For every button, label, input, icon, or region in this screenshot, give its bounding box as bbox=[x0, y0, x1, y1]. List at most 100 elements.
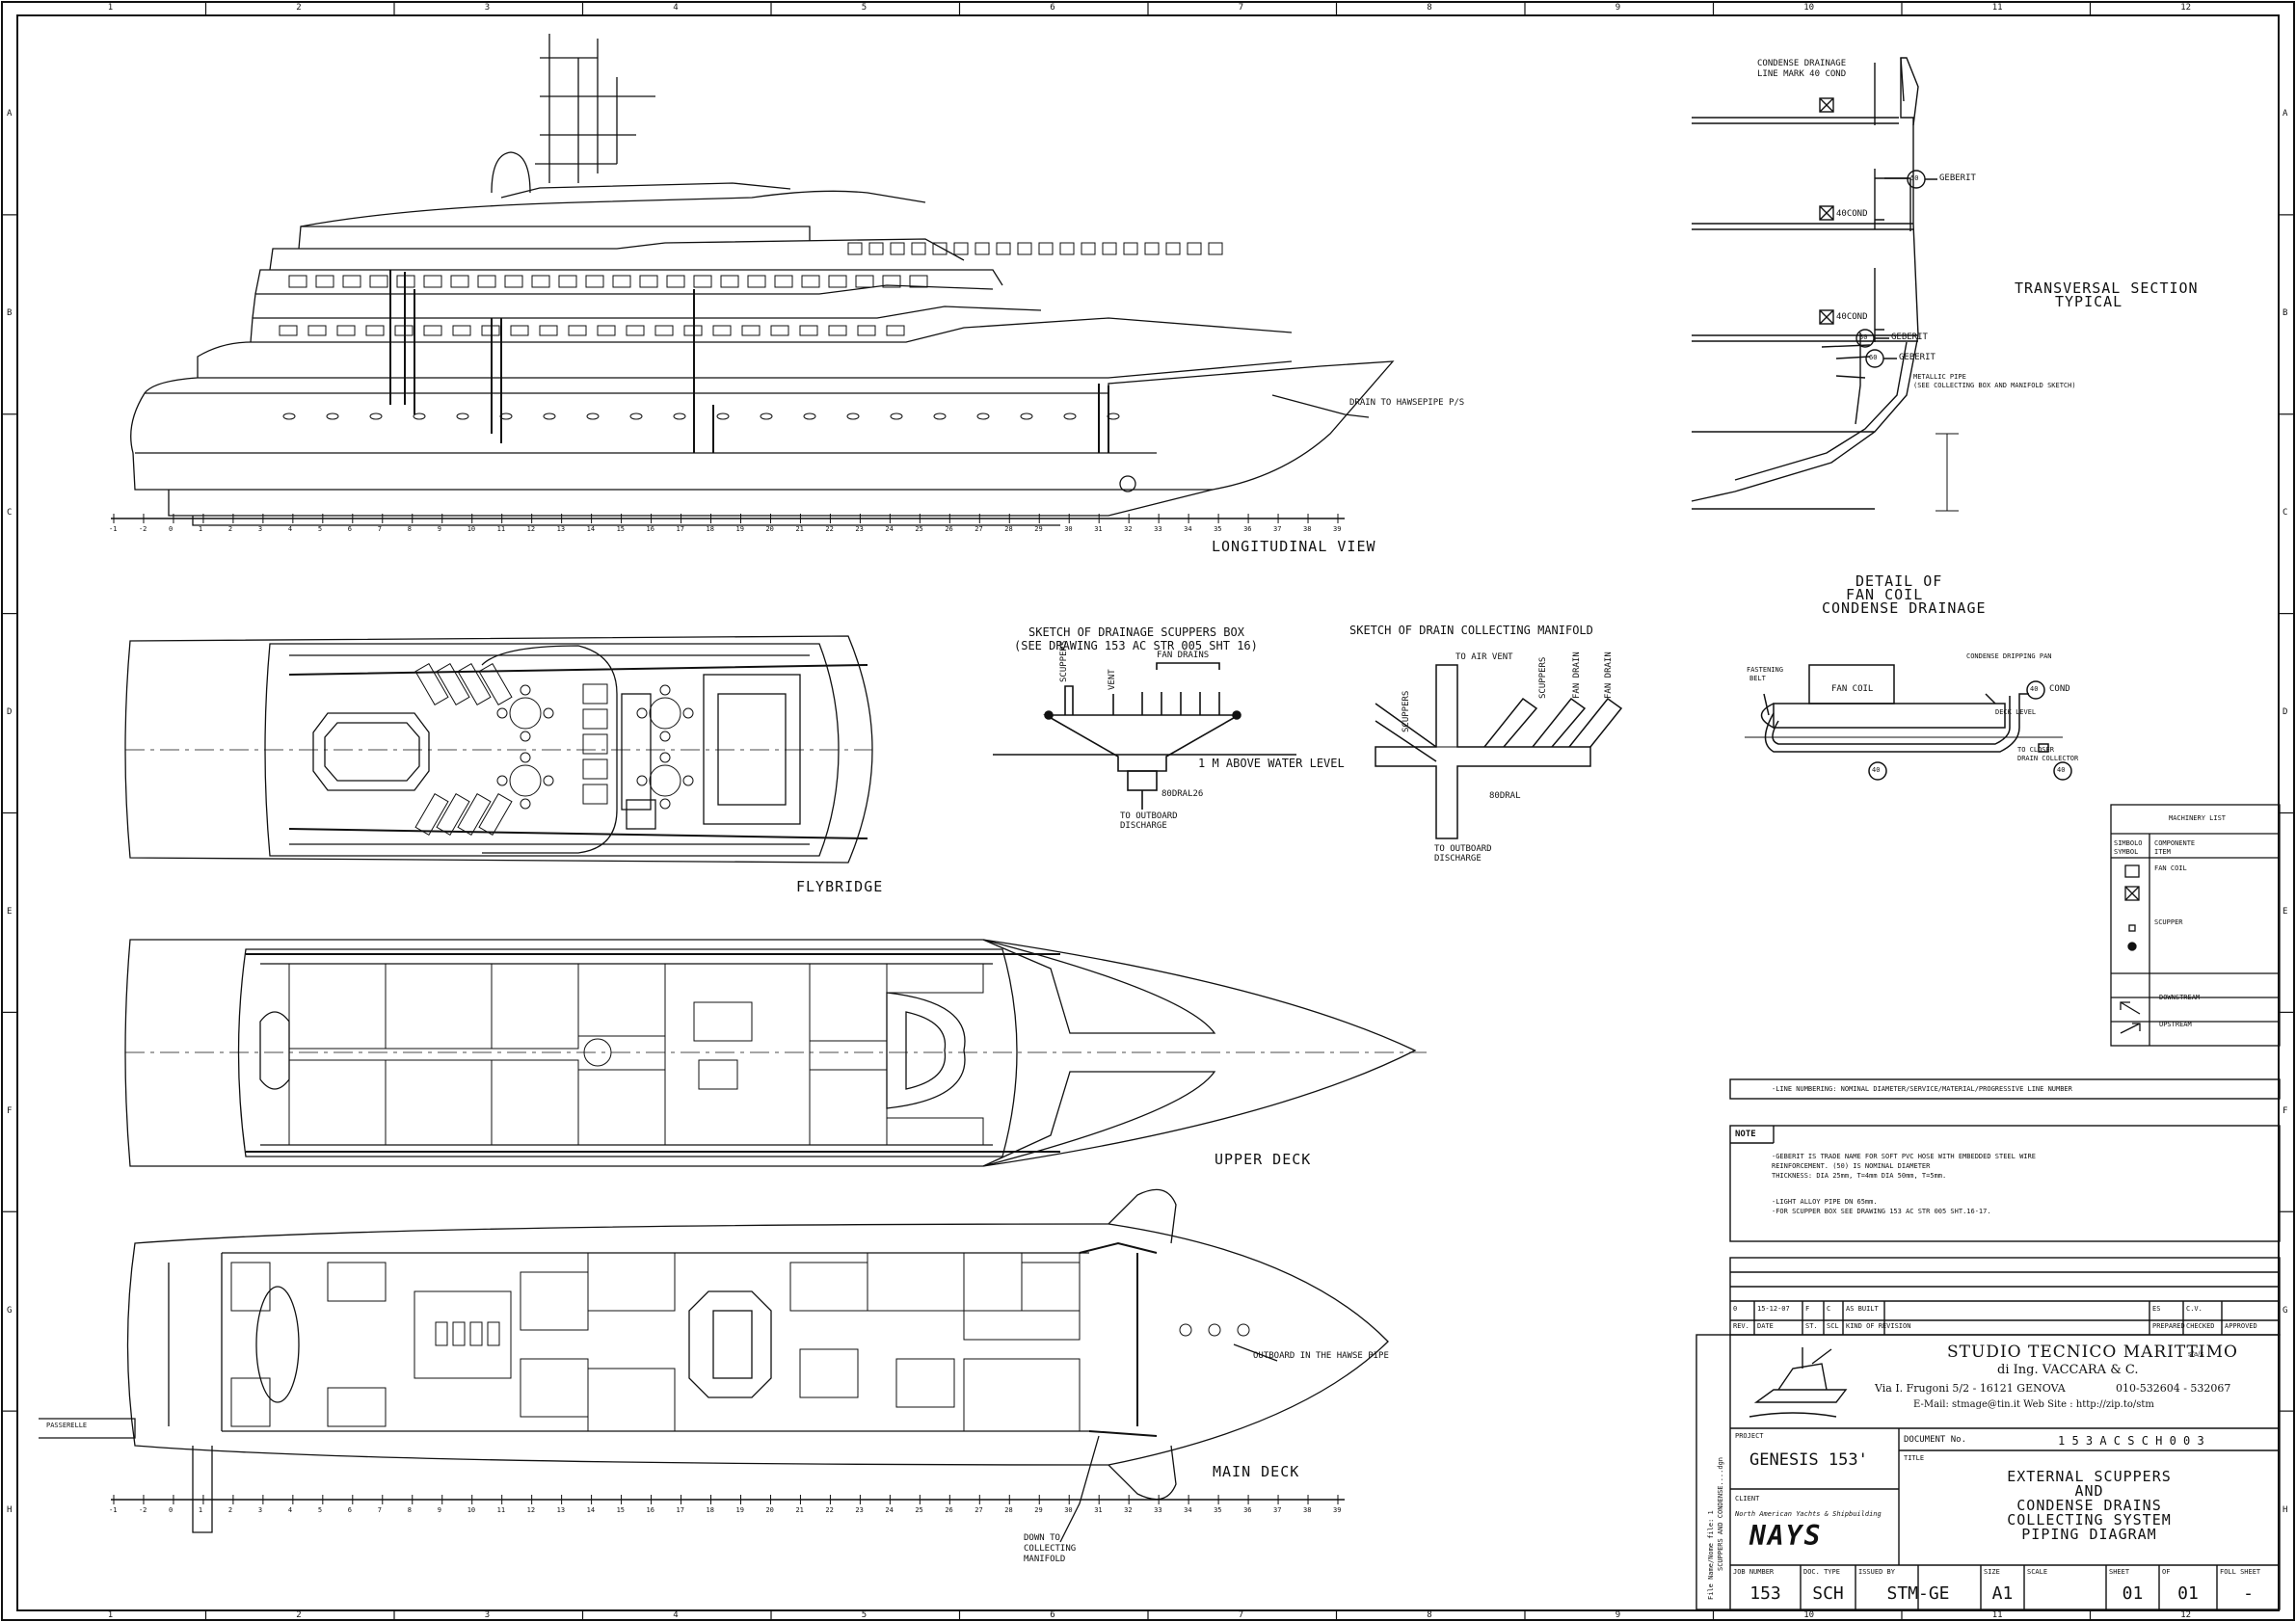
ruler-tick-label: 17 bbox=[676, 525, 684, 533]
ruler-tick-label: 8 bbox=[407, 1506, 412, 1514]
cond-40b-label: 40COND bbox=[1836, 312, 1868, 322]
upper-deck-plan bbox=[124, 939, 1427, 1167]
ruler-tick-label: 4 bbox=[287, 1506, 293, 1514]
field-label: JOB NUMBER bbox=[1733, 1568, 1775, 1576]
machinery-col-symbol: SIMBOLO SYMBOL bbox=[2114, 839, 2143, 856]
ruler-tick-label: 25 bbox=[915, 1506, 923, 1514]
ruler-tick-label: 12 bbox=[526, 525, 536, 533]
ruler-tick-label: 11 bbox=[496, 525, 506, 533]
ruler-tick-label: 37 bbox=[1273, 1506, 1282, 1514]
revision-header: ST. bbox=[1805, 1322, 1818, 1330]
dripping-pan-label: CONDENSE DRIPPING PAN bbox=[1966, 652, 2052, 660]
ruler-tick-label: 31 bbox=[1094, 525, 1103, 533]
ruler-tick-label: 14 bbox=[586, 1506, 596, 1514]
frame-col-label: 10 bbox=[1803, 3, 1815, 13]
fan-drain2-label: FAN DRAIN bbox=[1604, 651, 1614, 699]
field-value: 01 bbox=[2122, 1583, 2144, 1604]
ruler-tick-label: 23 bbox=[855, 1506, 864, 1514]
ruler-tick-label: 5 bbox=[317, 525, 323, 533]
drain-manifold-sketch bbox=[1375, 664, 1623, 839]
frame-row-label: A bbox=[2283, 109, 2288, 120]
water-level-label: 1 M ABOVE WATER LEVEL bbox=[1198, 757, 1345, 770]
closer-label-1: TO CLOSER bbox=[2017, 746, 2054, 754]
note-heading: NOTE bbox=[1735, 1130, 1756, 1139]
ruler-tick-label: -1 bbox=[109, 1506, 118, 1514]
manifold-outboard-2: DISCHARGE bbox=[1434, 854, 1482, 864]
mark-50b: 50 bbox=[1859, 333, 1868, 341]
ruler-tick-label: 33 bbox=[1154, 525, 1162, 533]
machinery-upstream: UPSTREAM bbox=[2159, 1021, 2192, 1028]
ruler-tick-label: 3 bbox=[257, 1506, 263, 1514]
main-deck-caption: MAIN DECK bbox=[1213, 1463, 1300, 1480]
ruler-tick-label: 22 bbox=[825, 525, 834, 533]
ruler-tick-label: 27 bbox=[974, 1506, 983, 1514]
frame-row-label: D bbox=[2283, 707, 2288, 718]
frame-col-label: 2 bbox=[296, 3, 302, 13]
ruler-tick-label: -1 bbox=[109, 525, 118, 533]
ruler-tick-label: 10 bbox=[467, 525, 476, 533]
frame-row-label: D bbox=[7, 707, 13, 718]
frame-row-label: B bbox=[2283, 308, 2288, 319]
fastening-belt-1: FASTENING bbox=[1747, 666, 1783, 674]
company-name: STUDIO TECNICO MARITTIMO bbox=[1947, 1343, 2238, 1362]
field-value: 01 bbox=[2177, 1583, 2199, 1604]
ruler-tick-label: 2 bbox=[227, 1506, 233, 1514]
field-value: SCH bbox=[1812, 1583, 1844, 1604]
frame-col-label: 10 bbox=[1803, 1610, 1815, 1620]
ruler-tick-label: -2 bbox=[138, 1506, 147, 1514]
ruler-tick-label: 32 bbox=[1124, 525, 1133, 533]
title-label: TITLE bbox=[1904, 1454, 1925, 1462]
revision-cell: C bbox=[1827, 1305, 1831, 1313]
field-value: 153 bbox=[1749, 1583, 1781, 1604]
note-line: -LIGHT ALLOY PIPE DN 65mm. bbox=[1772, 1198, 1878, 1206]
ruler-tick-label: 21 bbox=[795, 1506, 804, 1514]
ruler-tick-label: 16 bbox=[646, 1506, 654, 1514]
scuppers-box-sketch bbox=[993, 662, 1296, 810]
manifold-sketch-title: SKETCH OF DRAIN COLLECTING MANIFOLD bbox=[1349, 624, 1593, 637]
frame-row-label: F bbox=[7, 1105, 13, 1116]
ruler-tick-label: 24 bbox=[885, 1506, 894, 1514]
frame-row-label: C bbox=[2283, 508, 2288, 519]
fancoil-mark-c: 40 bbox=[2057, 766, 2066, 774]
ruler-tick-label: 22 bbox=[825, 1506, 834, 1514]
ruler-tick-label: 17 bbox=[676, 1506, 684, 1514]
frame-row-label: E bbox=[2283, 906, 2288, 917]
ruler-tick-label: 19 bbox=[735, 1506, 744, 1514]
ruler-tick-label: 20 bbox=[765, 1506, 774, 1514]
ruler-tick-label: 23 bbox=[855, 525, 864, 533]
field-label: ISSUED BY bbox=[1858, 1568, 1895, 1576]
revision-cell: 0 bbox=[1733, 1305, 1738, 1313]
frame-col-label: 6 bbox=[1050, 1610, 1055, 1620]
manifold-scuppers-label: SCUPPERS bbox=[1402, 690, 1411, 732]
machinery-col-component: COMPONENTE ITEM bbox=[2154, 839, 2196, 856]
frame-col-label: 7 bbox=[1238, 1610, 1244, 1620]
ruler-tick-label: 31 bbox=[1094, 1506, 1103, 1514]
frame-col-label: 2 bbox=[296, 1610, 302, 1620]
field-label: OF bbox=[2162, 1568, 2171, 1576]
document-number: 1 5 3 A C S C H 0 0 3 bbox=[2058, 1434, 2204, 1448]
down-to-manifold-2: COLLECTING bbox=[1024, 1544, 1077, 1554]
ruler-tick-label: 7 bbox=[377, 525, 382, 533]
fancoil-mark-b: 40 bbox=[1872, 766, 1881, 774]
ruler-tick-label: 28 bbox=[1004, 525, 1013, 533]
ruler-tick-label: 14 bbox=[586, 525, 596, 533]
ruler-tick-label: 13 bbox=[556, 525, 566, 533]
frame-row-label: G bbox=[7, 1305, 13, 1316]
company-email: E-Mail: stmage@tin.it Web Site : http://… bbox=[1913, 1399, 2154, 1410]
field-label: FOLL SHEET bbox=[2220, 1568, 2261, 1576]
fancoil-title-1: DETAIL OF bbox=[1855, 572, 1943, 590]
frame-col-label: 11 bbox=[1991, 1610, 2003, 1620]
metallic-pipe-label: METALLIC PIPE bbox=[1913, 373, 1966, 381]
frame-col-label: 7 bbox=[1238, 3, 1244, 13]
ruler-tick-label: 26 bbox=[945, 525, 953, 533]
frame-row-label: C bbox=[7, 508, 13, 519]
flybridge-plan bbox=[124, 635, 873, 864]
client-name: North American Yachts & Shipbuilding bbox=[1735, 1510, 1882, 1518]
file-name-label: File Name/Nome file: 1 bbox=[1707, 1510, 1715, 1600]
drawing-title-line: AND bbox=[2074, 1482, 2104, 1500]
frame-row-label: F bbox=[2283, 1105, 2288, 1116]
ruler-tick-label: 28 bbox=[1004, 1506, 1013, 1514]
frame-col-label: 11 bbox=[1991, 3, 2003, 13]
transversal-title: TRANSVERSAL SECTION bbox=[2015, 279, 2199, 297]
